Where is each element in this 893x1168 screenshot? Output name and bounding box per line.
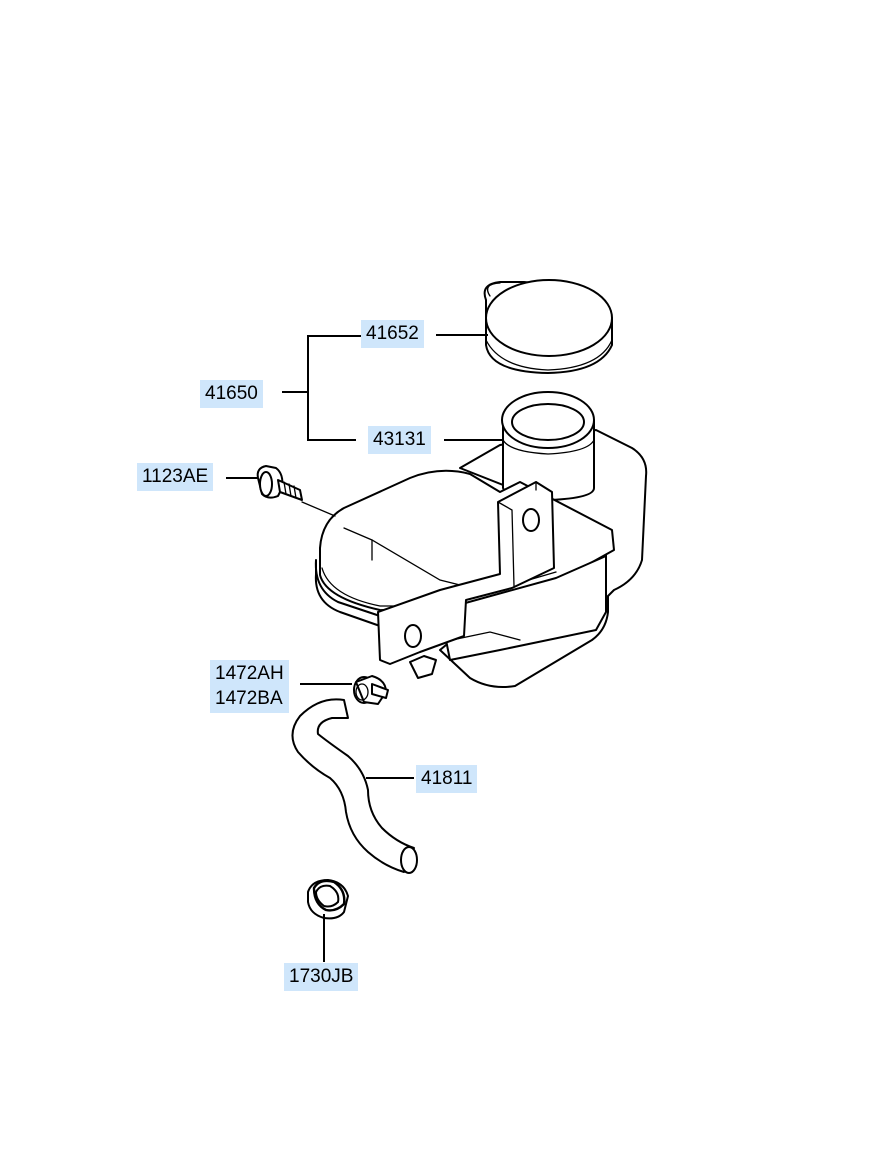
callout-1730JB[interactable]: 1730JB <box>284 963 359 991</box>
callout-1123AE[interactable]: 1123AE <box>137 463 214 491</box>
hose-part[interactable] <box>291 698 418 874</box>
reservoir-tank-part[interactable] <box>314 391 648 688</box>
leader-lines <box>226 334 504 962</box>
grommet-part[interactable] <box>307 879 349 920</box>
callout-41811[interactable]: 41811 <box>416 765 478 793</box>
callout-41650[interactable]: 41650 <box>200 380 263 408</box>
callout-1472AH: 1472AH <box>215 663 284 684</box>
reservoir-cap-part[interactable] <box>483 279 613 374</box>
callout-1472BA: 1472BA <box>215 688 283 709</box>
bolt-part[interactable] <box>256 465 303 501</box>
callout-43131[interactable]: 43131 <box>368 426 431 454</box>
callout-1472AH-1472BA[interactable]: 1472AH 1472BA <box>210 660 289 713</box>
callout-41652[interactable]: 41652 <box>361 320 424 348</box>
hose-clamp-part[interactable] <box>353 675 389 705</box>
